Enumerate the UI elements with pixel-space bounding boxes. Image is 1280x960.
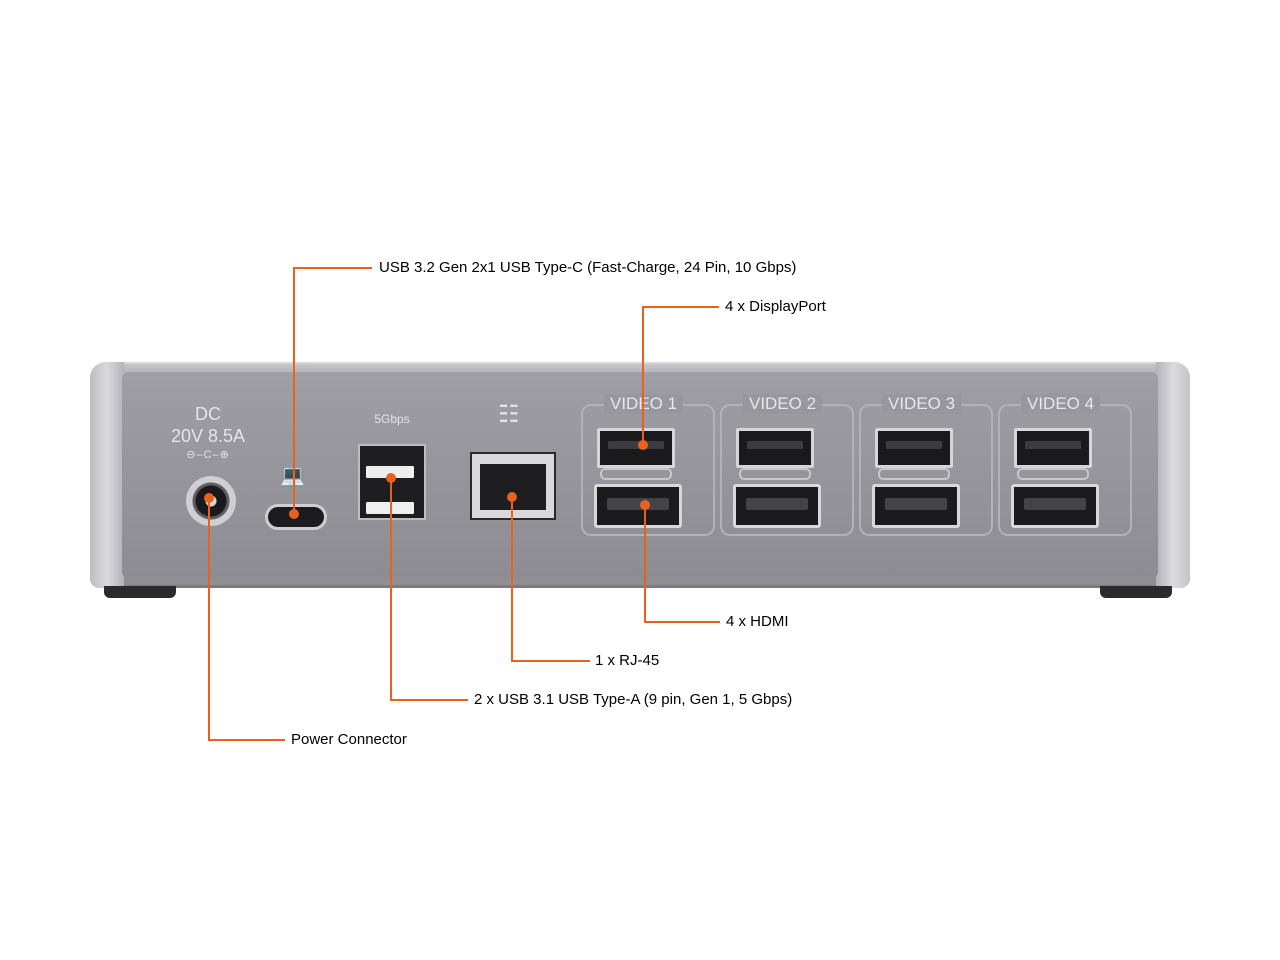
usb-a-tongue-top [366, 466, 414, 478]
usb-a-speed-label: 5Gbps [374, 412, 410, 426]
video-4-label: VIDEO 4 [1021, 394, 1101, 414]
port-divider-1 [600, 468, 672, 480]
displayport-1 [597, 428, 675, 468]
power-callout-label: Power Connector [291, 731, 407, 748]
port-divider-3 [878, 468, 950, 480]
displayport-callout-label: 4 x DisplayPort [725, 298, 826, 315]
rj45-callout-dot [507, 492, 517, 502]
hdmi-port-1 [594, 484, 682, 528]
port-divider-2 [739, 468, 811, 480]
usb-c-callout-line [293, 267, 372, 514]
device-foot-left [104, 586, 176, 598]
power-callout-dot [204, 493, 214, 503]
port-divider-4 [1017, 468, 1089, 480]
displayport-3 [875, 428, 953, 468]
dc-rating-label: 20V 8.5A [170, 426, 246, 446]
hdmi-port-3 [872, 484, 960, 528]
power-callout-line [208, 498, 285, 741]
video-3-label: VIDEO 3 [882, 394, 962, 414]
displayport-callout-dot [638, 440, 648, 450]
laptop-icon: 💻 [280, 465, 305, 487]
device-right-edge [1156, 362, 1190, 588]
dc-label: DC [195, 404, 221, 424]
usb-a-callout-label: 2 x USB 3.1 USB Type-A (9 pin, Gen 1, 5 … [474, 691, 793, 708]
displayport-4 [1014, 428, 1092, 468]
hdmi-callout-line [644, 505, 720, 623]
network-icon: ☷ [498, 401, 520, 428]
hdmi-callout-dot [640, 500, 650, 510]
rj45-callout-line [511, 497, 590, 662]
usb-c-callout-dot [289, 509, 299, 519]
rj45-callout-label: 1 x RJ-45 [595, 652, 660, 669]
hdmi-port-4 [1011, 484, 1099, 528]
usb-c-callout-label: USB 3.2 Gen 2x1 USB Type-C (Fast-Charge,… [379, 259, 797, 276]
displayport-callout-line [642, 306, 719, 445]
hdmi-callout-label: 4 x HDMI [726, 613, 789, 630]
usb-a-callout-dot [386, 473, 396, 483]
device-foot-right [1100, 586, 1172, 598]
usb-a-callout-line [390, 478, 468, 701]
dc-polarity-symbol: ⊖–C–⊕ [186, 449, 230, 461]
hdmi-port-2 [733, 484, 821, 528]
device-left-edge [90, 362, 124, 588]
video-2-label: VIDEO 2 [743, 394, 823, 414]
displayport-2 [736, 428, 814, 468]
